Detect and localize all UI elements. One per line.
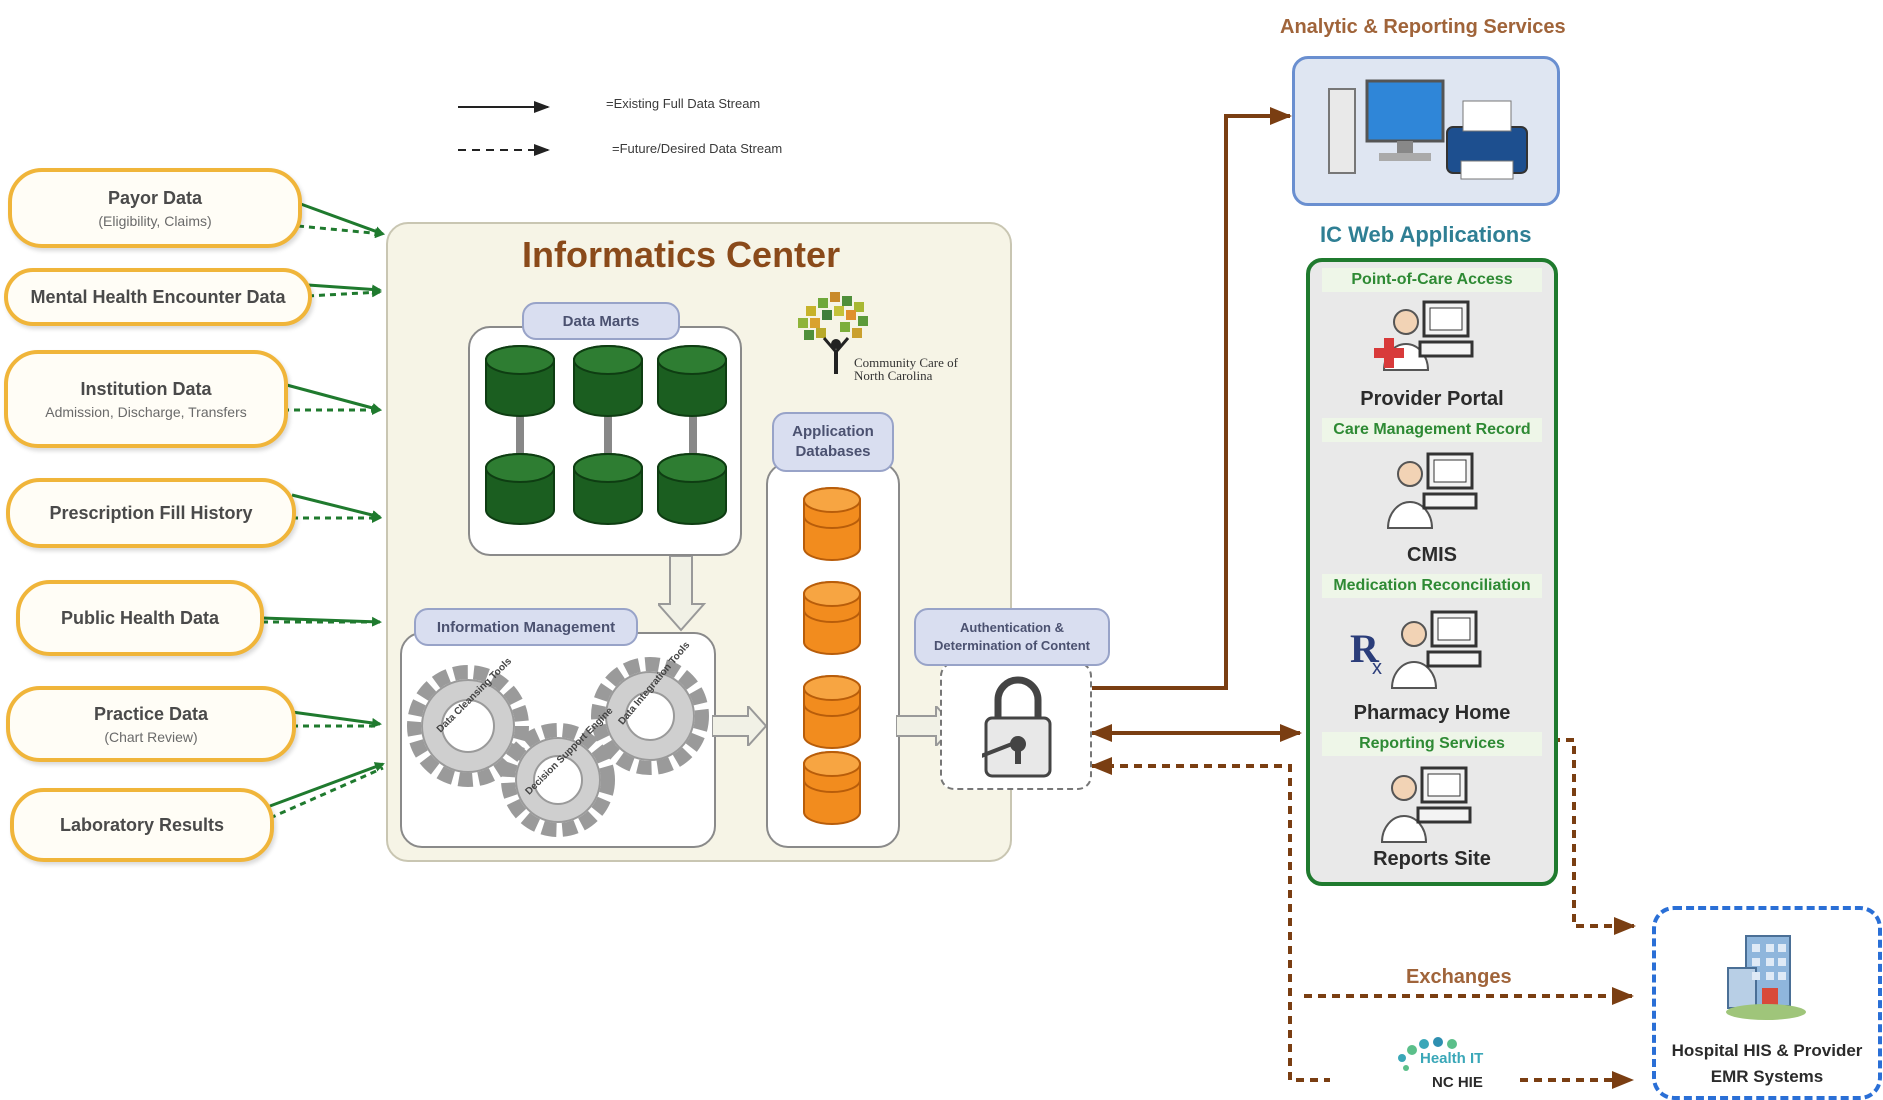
data-marts-box	[468, 326, 742, 556]
informatics-center-title: Informatics Center	[522, 234, 841, 275]
pharmacy-home-icon: R x	[1350, 610, 1482, 689]
source-practice-data: Practice Data (Chart Review)	[6, 686, 296, 762]
hospital-systems-label: Hospital HIS & Provider EMR Systems	[1656, 1038, 1878, 1090]
tag-line: Determination of Content	[934, 638, 1090, 653]
application-databases-box	[766, 462, 900, 848]
cmis-label[interactable]: CMIS	[1407, 544, 1457, 566]
section-head-point-of-care: Point-of-Care Access	[1322, 268, 1542, 292]
nc-hie-logo-text: Health IT	[1420, 1050, 1484, 1067]
svg-text:R: R	[1350, 626, 1380, 671]
application-databases-tag: Application Databases	[772, 412, 894, 472]
provider-portal-icon	[1374, 300, 1474, 371]
source-title: Institution Data	[80, 378, 212, 399]
web-apps-panel: Point-of-Care Access Provider Portal Car…	[1306, 258, 1558, 886]
down-arrow-icon	[658, 556, 707, 632]
data-marts-tag: Data Marts	[522, 302, 680, 340]
web-apps-title: IC Web Applications	[1320, 222, 1532, 247]
ccnc-logo-icon	[798, 292, 868, 374]
source-subtitle: (Eligibility, Claims)	[98, 212, 212, 229]
source-title: Laboratory Results	[59, 814, 225, 835]
gears-icon	[407, 657, 709, 837]
ccnc-logo-text: Community Care of North Carolina	[854, 355, 958, 383]
lock-icon	[982, 676, 1052, 778]
analytic-services-title: Analytic & Reporting Services	[1280, 16, 1566, 38]
pharmacy-home-label[interactable]: Pharmacy Home	[1353, 702, 1511, 724]
source-subtitle: (Chart Review)	[104, 728, 198, 745]
source-payor-data: Payor Data (Eligibility, Claims)	[8, 168, 302, 248]
source-mental-health-data: Mental Health Encounter Data	[4, 268, 312, 326]
source-title: Payor Data	[107, 187, 203, 208]
application-databases-cylinders	[803, 487, 861, 825]
hospital-systems-box: Hospital HIS & Provider EMR Systems	[1652, 906, 1882, 1100]
svg-text:x: x	[1372, 657, 1382, 679]
source-title: Prescription Fill History	[49, 502, 253, 523]
source-title: Mental Health Encounter Data	[30, 286, 286, 307]
reports-site-icon	[1380, 766, 1472, 843]
source-prescription-history: Prescription Fill History	[6, 478, 296, 548]
information-management-tag: Information Management	[414, 608, 638, 646]
right-arrow-icon	[712, 706, 768, 746]
computer-printer-icon	[1328, 79, 1528, 180]
reports-site-label[interactable]: Reports Site	[1373, 848, 1491, 870]
analytic-services-box	[1292, 56, 1560, 206]
informatics-center-panel: Informatics Center	[386, 222, 1012, 862]
data-marts-cylinders	[485, 345, 727, 525]
output-arrows	[1090, 107, 1636, 1089]
source-subtitle: Admission, Discharge, Transfers	[45, 403, 247, 420]
nc-hie-logo-icon	[1398, 1037, 1457, 1071]
label-line: Hospital HIS & Provider	[1671, 1041, 1863, 1060]
authentication-tag: Authentication & Determination of Conten…	[914, 608, 1110, 666]
exchanges-label: Exchanges	[1406, 966, 1512, 988]
authentication-box	[940, 662, 1092, 790]
tag-line: Databases	[795, 443, 871, 460]
label-line: EMR Systems	[1710, 1067, 1824, 1086]
source-institution-data: Institution Data Admission, Discharge, T…	[4, 350, 288, 448]
nc-hie-label: NC HIE	[1432, 1074, 1483, 1091]
section-head-medication: Medication Reconciliation	[1322, 574, 1542, 598]
hospital-building-icon	[1726, 935, 1806, 1020]
source-title: Public Health Data	[60, 607, 220, 628]
provider-portal-label[interactable]: Provider Portal	[1360, 388, 1504, 410]
section-head-care-management: Care Management Record	[1322, 418, 1542, 442]
source-laboratory-results: Laboratory Results	[10, 788, 274, 862]
source-title: Practice Data	[93, 703, 209, 724]
information-management-box: Data Cleansing Tools Data Integration To…	[400, 632, 716, 848]
cmis-icon	[1386, 452, 1478, 529]
tag-line: Application	[792, 423, 874, 440]
source-public-health-data: Public Health Data	[16, 580, 264, 656]
section-head-reporting: Reporting Services	[1322, 732, 1542, 756]
legend-solid-label: =Existing Full Data Stream	[606, 96, 761, 111]
source-arrows	[261, 201, 385, 820]
legend-dashed-label: =Future/Desired Data Stream	[612, 141, 783, 156]
tag-line: Authentication &	[960, 620, 1064, 635]
